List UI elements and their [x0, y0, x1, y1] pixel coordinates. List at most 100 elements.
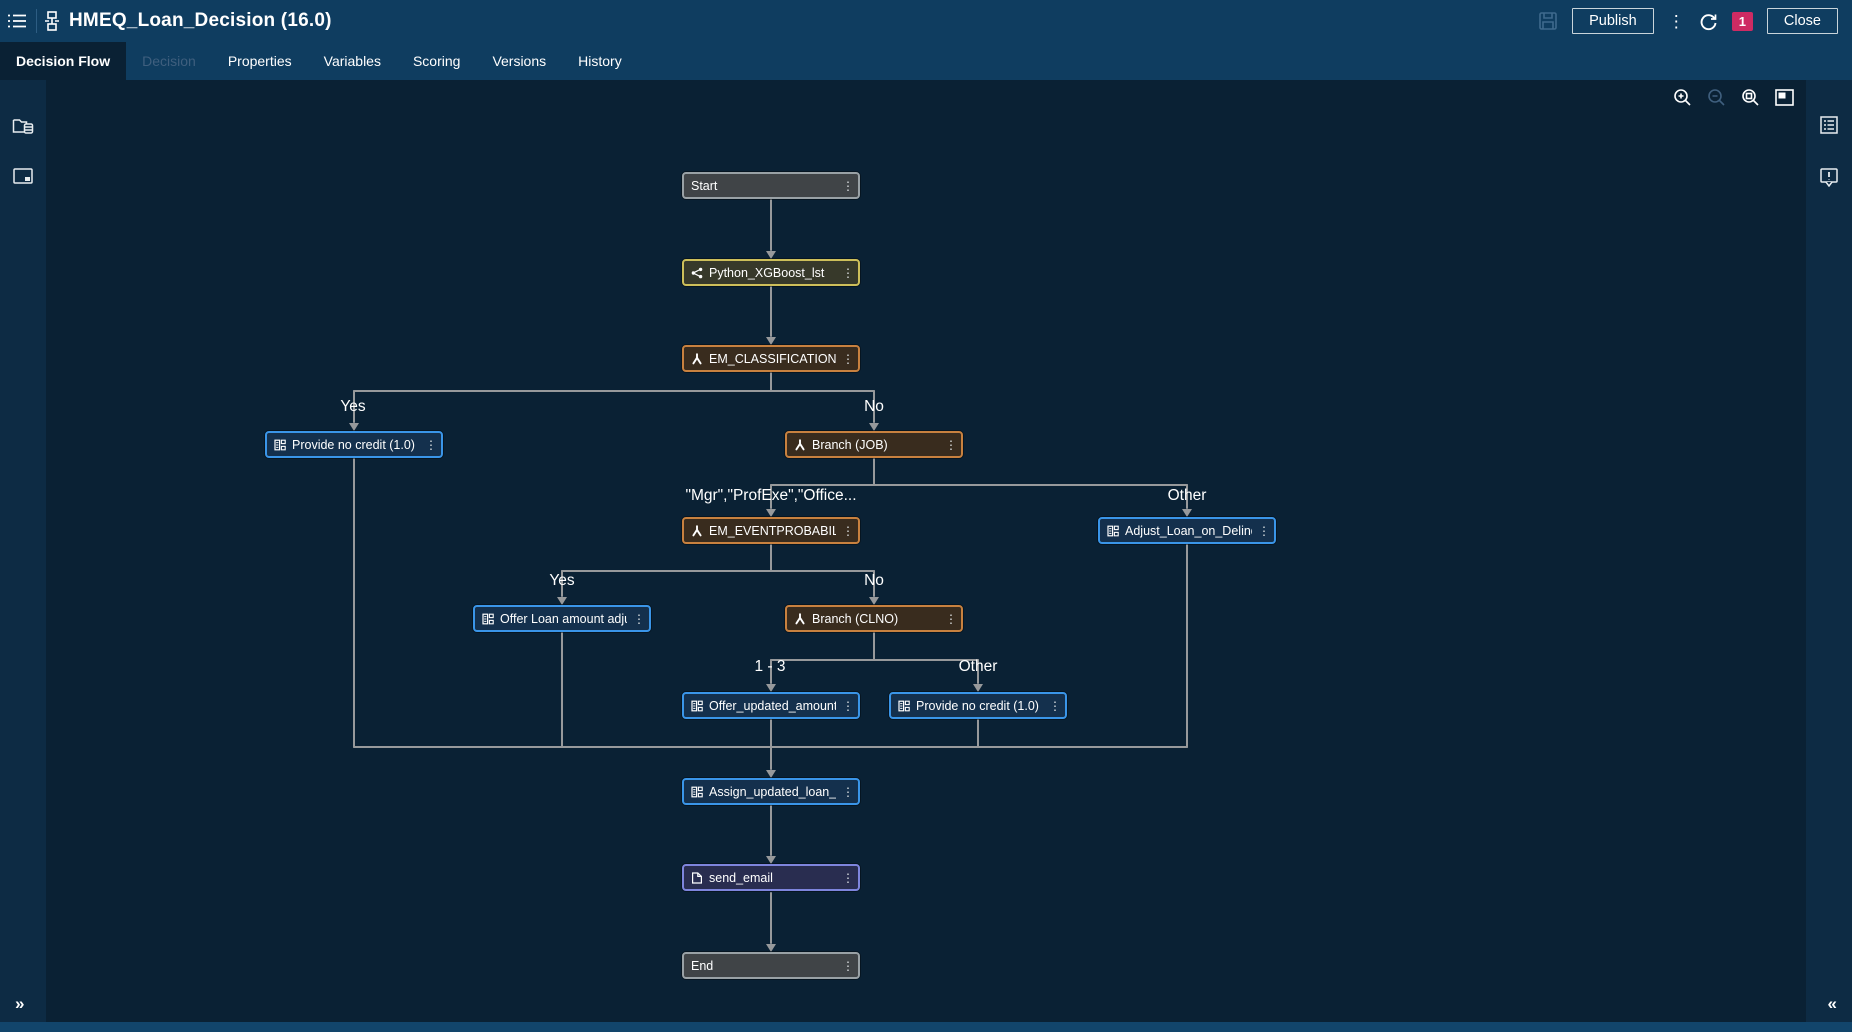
edge-label-other: Other: [958, 658, 998, 675]
flow-edge: [561, 632, 563, 748]
node-menu-button[interactable]: ⋮: [842, 698, 854, 713]
node-python-xgboost[interactable]: Python_XGBoost_lst ⋮: [682, 259, 860, 286]
node-menu-button[interactable]: ⋮: [842, 870, 854, 885]
flow-edge: [353, 390, 355, 423]
edge-arrowhead: [766, 337, 776, 345]
publish-button[interactable]: Publish: [1572, 8, 1654, 34]
edge-arrowhead: [766, 856, 776, 864]
notification-badge[interactable]: 1: [1731, 11, 1753, 31]
tab-versions[interactable]: Versions: [492, 53, 547, 69]
node-menu-button[interactable]: ⋮: [425, 437, 437, 452]
node-menu-button[interactable]: ⋮: [1258, 523, 1270, 538]
edge-arrowhead: [869, 423, 879, 431]
app-menu-button[interactable]: [0, 4, 34, 38]
node-branch-job[interactable]: Branch (JOB) ⋮: [785, 431, 963, 458]
node-label: Branch (JOB): [812, 437, 888, 452]
node-label: Python_XGBoost_lst: [709, 265, 825, 280]
model-icon: [691, 267, 703, 279]
edge-label-yes: Yes: [549, 572, 575, 589]
overview-map-icon[interactable]: [1775, 89, 1794, 106]
node-adjust-loan-on-delinquency[interactable]: Adjust_Loan_on_Delinqu... ⋮: [1098, 517, 1276, 544]
branch-icon: [691, 352, 703, 365]
flow-edge: [1186, 484, 1188, 509]
close-button[interactable]: Close: [1766, 8, 1838, 34]
edge-label-yes: Yes: [340, 398, 366, 415]
node-menu-button[interactable]: ⋮: [945, 437, 957, 452]
node-branch-clno[interactable]: Branch (CLNO) ⋮: [785, 605, 963, 632]
edge-label-no: No: [864, 398, 884, 415]
decision-flow-canvas[interactable]: [46, 80, 1806, 1022]
node-label: Offer_updated_amount (...: [709, 698, 836, 713]
edge-arrowhead: [869, 597, 879, 605]
flow-edge: [977, 659, 979, 684]
ruleset-icon: [1107, 525, 1119, 537]
node-label: Assign_updated_loan_a...: [709, 784, 836, 799]
edge-label-other: Other: [1167, 487, 1207, 504]
ruleset-icon: [691, 786, 703, 798]
node-label: End: [691, 958, 714, 973]
zoom-to-fit-icon[interactable]: [1741, 88, 1760, 107]
node-start[interactable]: Start ⋮: [682, 172, 860, 199]
edge-arrowhead: [349, 423, 359, 431]
node-em-eventprobability[interactable]: EM_EVENTPROBABILITY ... ⋮: [682, 517, 860, 544]
zoom-in-icon[interactable]: [1673, 88, 1692, 107]
node-em-classification[interactable]: EM_CLASSIFICATION = "1" ⋮: [682, 345, 860, 372]
flow-edge: [770, 484, 1188, 486]
edge-arrowhead: [766, 684, 776, 692]
left-toolbar-rail: [0, 80, 47, 1022]
properties-panel-icon[interactable]: [1820, 116, 1838, 134]
flow-edge: [353, 390, 875, 392]
flow-edge: [770, 484, 772, 509]
flow-edge: [770, 544, 772, 572]
node-label: Start: [691, 178, 718, 193]
edge-arrowhead: [973, 684, 983, 692]
flow-edge: [873, 390, 875, 423]
node-assign-updated-loan[interactable]: Assign_updated_loan_a... ⋮: [682, 778, 860, 805]
node-send-email[interactable]: send_email ⋮: [682, 864, 860, 891]
flow-edge: [770, 719, 772, 770]
node-provide-no-credit-2[interactable]: Provide no credit (1.0) ⋮: [889, 692, 1067, 719]
node-menu-button[interactable]: ⋮: [842, 784, 854, 799]
node-menu-button[interactable]: ⋮: [842, 351, 854, 366]
expand-left-panel-button[interactable]: »: [15, 994, 25, 1013]
tab-scoring[interactable]: Scoring: [412, 53, 461, 69]
node-offer-updated-amount[interactable]: Offer_updated_amount (... ⋮: [682, 692, 860, 719]
node-menu-button[interactable]: ⋮: [945, 611, 957, 626]
flow-edge: [873, 570, 875, 597]
node-label: send_email: [709, 870, 773, 885]
node-menu-button[interactable]: ⋮: [842, 958, 854, 973]
flow-edge: [873, 458, 875, 486]
tab-decision-flow[interactable]: Decision Flow: [0, 42, 127, 80]
tab-variables[interactable]: Variables: [323, 53, 381, 69]
node-menu-button[interactable]: ⋮: [1049, 698, 1061, 713]
node-end[interactable]: End ⋮: [682, 952, 860, 979]
decision-flow-icon: [43, 11, 61, 31]
save-icon[interactable]: [1538, 11, 1558, 31]
more-actions-button[interactable]: ⋮: [1667, 11, 1685, 31]
tab-decision: Decision: [142, 53, 196, 69]
flow-edge: [561, 570, 563, 597]
node-menu-button[interactable]: ⋮: [633, 611, 645, 626]
overview-panel-icon[interactable]: [13, 168, 33, 184]
node-label: Offer Loan amount adjust...: [500, 611, 627, 626]
flow-edge: [561, 570, 875, 572]
data-sources-icon[interactable]: [12, 116, 34, 135]
tab-bar: Decision Flow Decision Properties Variab…: [0, 42, 1852, 80]
node-menu-button[interactable]: ⋮: [842, 178, 854, 193]
node-menu-button[interactable]: ⋮: [842, 265, 854, 280]
node-label: Provide no credit (1.0): [916, 698, 1039, 713]
node-menu-button[interactable]: ⋮: [842, 523, 854, 538]
flow-edge: [1186, 544, 1188, 748]
node-provide-no-credit-1[interactable]: Provide no credit (1.0) ⋮: [265, 431, 443, 458]
node-offer-loan-amount-adjust[interactable]: Offer Loan amount adjust... ⋮: [473, 605, 651, 632]
list-menu-icon: [7, 13, 27, 29]
right-toolbar-rail: [1805, 80, 1852, 1022]
flow-edge: [770, 659, 979, 661]
flow-edge: [770, 892, 772, 944]
tab-history[interactable]: History: [578, 53, 622, 69]
collapse-right-panel-button[interactable]: «: [1827, 994, 1837, 1013]
tab-properties[interactable]: Properties: [227, 53, 292, 69]
sync-icon[interactable]: [1699, 12, 1718, 31]
messages-panel-icon[interactable]: [1820, 168, 1838, 187]
